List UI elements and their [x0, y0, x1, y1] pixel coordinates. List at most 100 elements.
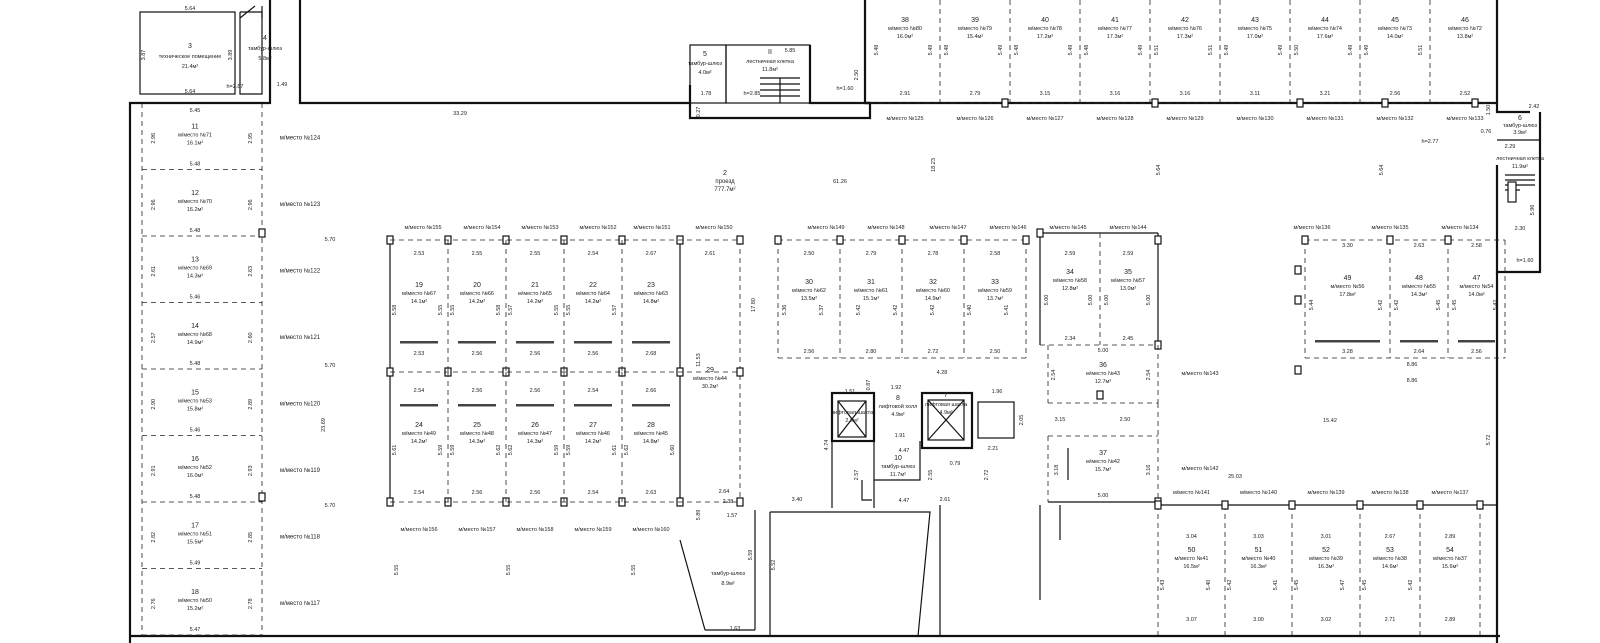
dim-label: 5.49 — [1348, 45, 1354, 56]
top-space-area: 17.0м² — [1247, 34, 1263, 40]
aisle-space: м/место №123 — [280, 201, 321, 208]
island2-space-area: 14.9м² — [925, 296, 941, 302]
dim-label: 23.69 — [321, 418, 327, 432]
dim-label: 5.70 — [325, 237, 336, 243]
dim-label: 2.96 — [151, 133, 157, 144]
island2-space-number: 33 — [991, 279, 999, 286]
dim-label: 2.89 — [1445, 617, 1456, 623]
dim-label: 5.45 — [1436, 300, 1442, 311]
dim-label: 3.07 — [1186, 617, 1197, 623]
column-pillar — [1294, 365, 1302, 375]
dim-label: 1.91 — [895, 433, 906, 439]
dim-label: 4.47 — [899, 448, 910, 454]
wheel-stop — [1400, 340, 1438, 343]
dim-label: 3.87 — [141, 50, 147, 61]
top-space-area: 15.4м² — [967, 34, 983, 40]
island1-space-number: 20 — [473, 282, 481, 289]
dim-label: 15.42 — [1323, 418, 1337, 424]
dim-label: 5.46 — [190, 295, 201, 301]
island1-space-label: м/место №67 — [402, 291, 436, 297]
room4-name: тамбур-шлюз — [248, 46, 283, 52]
dim-label: 1.49 — [277, 82, 288, 88]
dim-label: 2.60 — [248, 332, 254, 343]
corridor: 2 проезд 777.7м² 33.29 61.26 18.23 5.64 … — [190, 108, 1492, 575]
space-37-area: 15.7м² — [1095, 467, 1111, 473]
lift2-number: 7 — [944, 392, 948, 399]
dim-label: 5.49 — [1138, 45, 1144, 56]
right-island-space-label: м/место №55 — [1402, 284, 1436, 290]
dim-label: 2.38 — [723, 499, 734, 505]
bottom-space-label: м/место №37 — [1433, 556, 1467, 562]
aisle-space: м/место №158 — [516, 527, 553, 533]
stair-name: лестничная клетка — [746, 59, 795, 65]
island2-space-label: м/место №61 — [854, 288, 888, 294]
right-island-space-number: 48 — [1415, 275, 1423, 282]
dim-label: 3.15 — [1040, 91, 1051, 97]
dim-label: 5.42 — [930, 305, 936, 316]
dim-label: 2.56 — [1471, 349, 1482, 355]
dim-label: 3.18 — [1054, 465, 1060, 476]
dim-label: 2.29 — [1505, 144, 1516, 150]
dim-label: 5.55 — [631, 565, 637, 576]
dim-label: 2.63 — [1414, 243, 1425, 249]
dim-label: 5.61 — [392, 445, 398, 456]
island1-space-area: 14.2м² — [527, 299, 543, 305]
dim-label: 5.60 — [670, 445, 676, 456]
corridor-number: 2 — [723, 170, 727, 177]
column-pillar — [1001, 98, 1009, 108]
dim-label: 5.45 — [1294, 580, 1300, 591]
column-pillar — [736, 367, 744, 377]
island3-space-label: м/место №57 — [1111, 278, 1145, 284]
left-space-number: 11 — [191, 123, 198, 130]
dim-label: 3.11 — [1250, 91, 1260, 97]
dim-label: 2.90 — [151, 399, 157, 410]
aisle-space: м/место №121 — [280, 334, 321, 341]
top-space-area: 17.6м² — [1317, 34, 1333, 40]
dim-label: 5.55 — [566, 305, 572, 316]
dim-label: 2.34 — [1065, 336, 1076, 342]
aisle-space: м/место №146 — [989, 225, 1026, 231]
top-space-number: 44 — [1321, 17, 1329, 24]
island1-space-label: м/место №48 — [460, 431, 494, 437]
bottom-space-label: м/место №38 — [1373, 556, 1407, 562]
dim-label: 2.67 — [1385, 534, 1396, 540]
left-space-label: м/место №53 — [178, 398, 212, 404]
dim-label: 2.56 — [530, 351, 541, 357]
dim-label: 5.62 — [496, 445, 502, 456]
dim-label: 5.55 — [394, 565, 400, 576]
aisle-space: м/место №126 — [956, 116, 993, 122]
aisle-space: м/место №140 — [1240, 490, 1277, 496]
dim-label: 5.49 — [1068, 45, 1074, 56]
wheel-stop — [458, 404, 496, 407]
aisle-space: м/место №144 — [1109, 225, 1146, 231]
wheel-stop — [574, 404, 612, 407]
dim-label: 2.56 — [588, 351, 599, 357]
stair-name: лестничная клетка — [1496, 156, 1545, 162]
island2-space-number: 30 — [805, 279, 813, 286]
wheel-stop — [1458, 340, 1495, 343]
dim-label: 5.45 — [1362, 580, 1368, 591]
dim-label: 25.03 — [1228, 474, 1242, 480]
island1-space-label: м/место №45 — [634, 431, 668, 437]
dim-label: 5.41 — [1273, 580, 1279, 591]
top-space-label: м/место №73 — [1378, 26, 1412, 32]
island1-space-label: м/место №65 — [518, 291, 552, 297]
aisle-space: м/место №160 — [632, 527, 669, 533]
dim-label: 5.85 — [785, 48, 796, 54]
bottom-space-area: 14.6м² — [1382, 564, 1398, 570]
stair-right: 6 тамбур-шлюз 3.9м² лестничная клетка 11… — [1481, 104, 1545, 264]
dim-label: 5.48 — [190, 228, 201, 234]
left-space-label: м/место №52 — [178, 465, 212, 471]
dim-label: 1.51 — [845, 389, 856, 395]
wheel-stop — [1315, 340, 1380, 343]
island1-space-number: 28 — [647, 422, 655, 429]
island3-space-label: м/место №58 — [1053, 278, 1087, 284]
dim-label: 5.59 — [450, 445, 456, 456]
room6-number: 6 — [1518, 115, 1522, 122]
dim-label: 2.54 — [414, 388, 425, 394]
left-space-number: 14 — [191, 323, 199, 330]
dim-label: 5.64 — [1379, 165, 1385, 176]
dim-label: 5.52 — [771, 560, 777, 571]
column-pillar — [1294, 265, 1302, 275]
aisle-space: м/место №142 — [1181, 466, 1218, 472]
